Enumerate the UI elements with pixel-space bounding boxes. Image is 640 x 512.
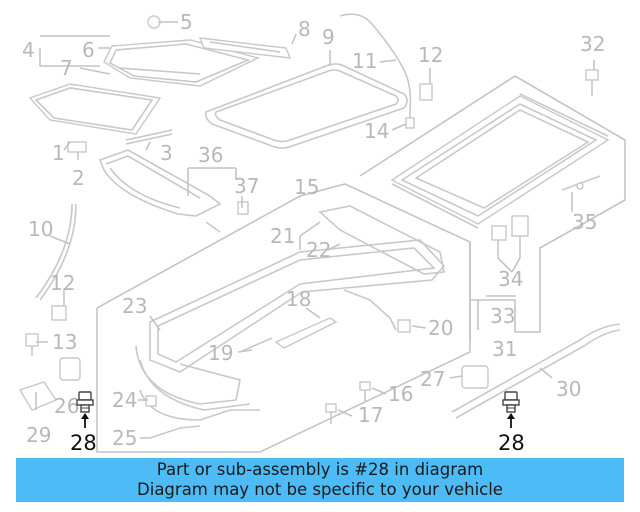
- rear-brackets-33-34: [491, 215, 529, 258]
- part-28-label-right: 28: [498, 431, 525, 455]
- highlighted-part-28-left: 28: [70, 391, 97, 455]
- callout-16: 16: [388, 382, 413, 406]
- callout-36: 36: [198, 143, 223, 167]
- callout-12-lower: 12: [50, 271, 75, 295]
- callout-9: 9: [322, 25, 335, 49]
- deflector-rail-3: [125, 129, 173, 145]
- callout-30: 30: [556, 377, 581, 401]
- callout-17: 17: [358, 403, 383, 427]
- callout-3: 3: [160, 141, 173, 165]
- callout-29: 29: [26, 423, 51, 447]
- bolt-icon: [502, 391, 520, 413]
- callout-35: 35: [572, 210, 597, 234]
- callout-14: 14: [364, 119, 389, 143]
- callout-5: 5: [180, 10, 193, 34]
- callout-8: 8: [298, 17, 311, 41]
- callout-23: 23: [122, 294, 147, 318]
- info-banner: Part or sub-assembly is #28 in diagram D…: [16, 458, 624, 502]
- callout-19: 19: [208, 341, 233, 365]
- callout-13: 13: [52, 330, 77, 354]
- leader-lines: [35, 21, 595, 439]
- callout-21: 21: [270, 224, 295, 248]
- callout-10: 10: [28, 217, 53, 241]
- sunshade-panel: [28, 83, 162, 135]
- motor-cable-harness: [139, 289, 411, 439]
- callout-6: 6: [82, 38, 95, 62]
- callout-25: 25: [112, 426, 137, 450]
- callout-1: 1: [52, 141, 65, 165]
- frame-outlines: [96, 75, 626, 453]
- callout-33: 33: [490, 304, 515, 328]
- callout-2: 2: [72, 166, 85, 190]
- callout-31: 31: [492, 337, 517, 361]
- guide-rails-18-19: [239, 317, 338, 353]
- callout-34: 34: [498, 267, 523, 291]
- part-28-label-left: 28: [70, 431, 97, 455]
- front-frame-36: [98, 149, 222, 217]
- callout-4: 4: [22, 38, 35, 62]
- callout-18: 18: [286, 287, 311, 311]
- front-glass-panel: [103, 39, 261, 87]
- highlighted-part-28-right: 28: [498, 391, 525, 455]
- callout-20: 20: [428, 316, 453, 340]
- callout-26: 26: [54, 394, 79, 418]
- callout-37: 37: [234, 174, 259, 198]
- rear-glass-assembly: [390, 93, 610, 229]
- wind-deflector-8: [198, 37, 292, 59]
- callout-11: 11: [352, 49, 377, 73]
- callout-22: 22: [306, 238, 331, 262]
- callout-12: 12: [418, 43, 443, 67]
- banner-line-disclaimer: Diagram may not be specific to your vehi…: [137, 480, 503, 499]
- callout-15: 15: [294, 175, 319, 199]
- small-parts: [18, 15, 621, 424]
- drain-hose-front: [339, 13, 415, 129]
- callout-27: 27: [420, 367, 445, 391]
- callout-7: 7: [60, 56, 73, 80]
- banner-line-part: Part or sub-assembly is #28 in diagram: [156, 460, 484, 479]
- callout-labels: 1 2 3 4 5 6 7 8 9 10 11 12 13 14 15 16 1…: [22, 10, 605, 450]
- lower-frame-15: [135, 205, 446, 411]
- weatherstrip-seal: [204, 63, 408, 149]
- callout-32: 32: [580, 32, 605, 56]
- bolt-icon: [76, 391, 94, 413]
- callout-24: 24: [112, 388, 137, 412]
